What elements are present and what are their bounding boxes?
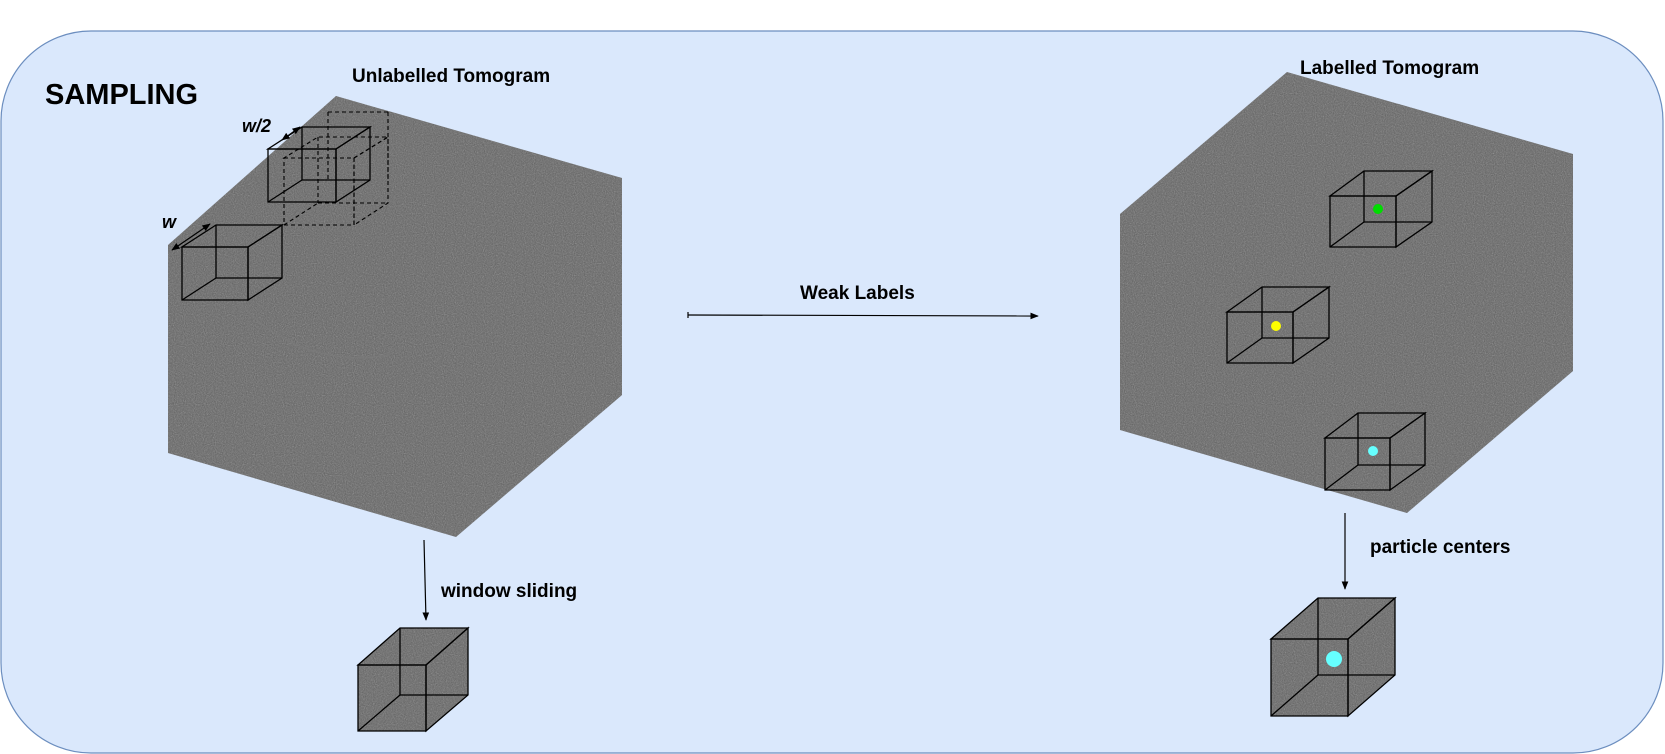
unlabelled-tomogram-label: Unlabelled Tomogram [352, 66, 550, 87]
extracted-subvolume [356, 626, 470, 733]
particle-centers-label: particle centers [1370, 537, 1510, 558]
labelled-tomogram [1120, 72, 1573, 513]
particle-box-green [1328, 169, 1435, 249]
window-size-label: w [162, 212, 177, 232]
membrane-arc [1179, 400, 1331, 431]
membrane-arc [239, 421, 371, 471]
half-window-size-arrow [281, 126, 301, 141]
unlabelled-tomogram [168, 96, 622, 537]
window-size-arrow [171, 223, 211, 251]
particle-box-yellow [1224, 285, 1332, 365]
window-sliding-arrow [422, 539, 430, 621]
shifted-window-wireframe [282, 111, 390, 227]
window-sliding-label: window sliding [440, 581, 577, 602]
half-window-size-label: w/2 [242, 116, 271, 136]
membrane-arc [235, 299, 391, 359]
weak-labels-arrow [687, 312, 1039, 320]
extracted-particle-subvolume [1269, 596, 1397, 718]
weak-labels-label: Weak Labels [800, 283, 915, 304]
particle-box-cyan [1323, 411, 1428, 492]
section-title: SAMPLING [45, 79, 198, 111]
labelled-tomogram-label: Labelled Tomogram [1300, 58, 1479, 79]
